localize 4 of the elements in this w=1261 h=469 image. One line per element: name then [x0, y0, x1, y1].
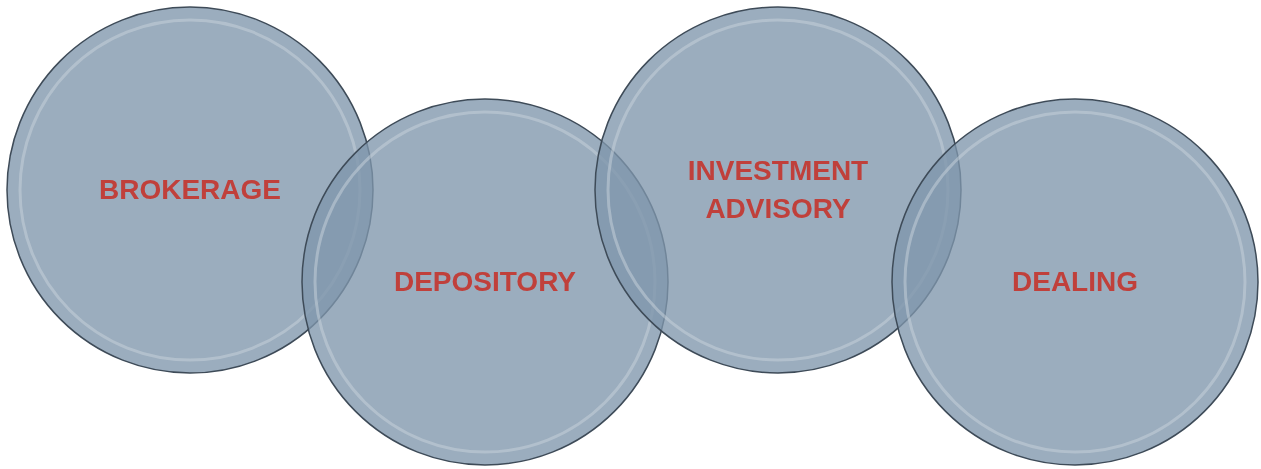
circle-label: BROKERAGE: [99, 173, 281, 208]
circle-label: DEALING: [1012, 265, 1138, 300]
circle-label: INVESTMENT ADVISORY: [686, 154, 870, 226]
circle-label: DEPOSITORY: [393, 265, 576, 300]
